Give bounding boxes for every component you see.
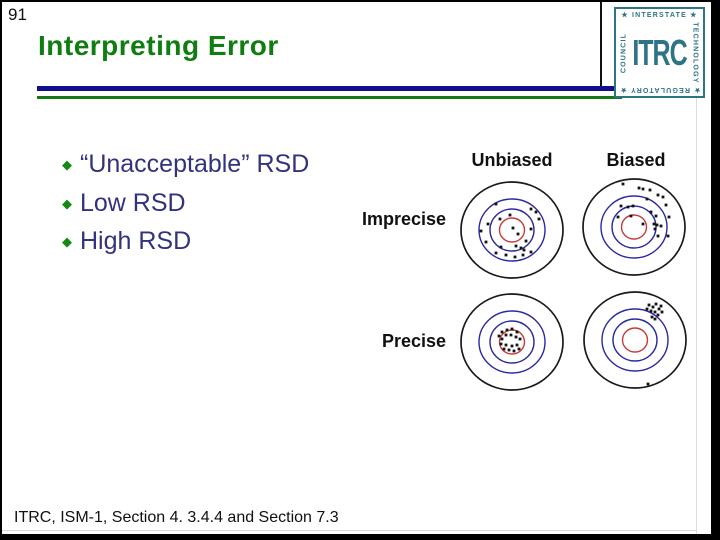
bullet-diamond-icon: ◆: [62, 234, 72, 250]
target-biased-imprecise: [582, 178, 686, 276]
row-label-imprecise: Imprecise: [361, 209, 446, 229]
slide-border-top: [0, 0, 720, 2]
page-number: 91: [8, 5, 27, 24]
target-unbiased-imprecise: [460, 181, 564, 279]
target-biased-precise: [583, 291, 687, 389]
slide-edge-line: [2, 530, 696, 531]
page-title: Interpreting Error: [38, 30, 279, 61]
column-label-biased: Biased: [606, 150, 666, 170]
row-label-precise: Precise: [381, 331, 446, 351]
slide-border-bottom: [0, 534, 720, 540]
logo-word-regulatory: ★ REGULATORY ★: [618, 86, 701, 93]
logo-word-technology: TECHNOLOGY: [691, 21, 699, 84]
bullet-text: High RSD: [80, 227, 192, 255]
bullet-diamond-icon: ◆: [62, 196, 72, 212]
bullet-diamond-icon: ◆: [62, 157, 72, 173]
logo-separator-line: [600, 2, 602, 86]
bullet-text: “Unacceptable” RSD: [80, 150, 310, 178]
logo-itrc-text: ITRC: [632, 33, 687, 74]
logo-word-interstate: ★ INTERSTATE ★: [621, 12, 698, 19]
target-unbiased-precise: [460, 293, 564, 391]
footer-citation: ITRC, ISM-1, Section 4. 3.4.4 and Sectio…: [14, 509, 339, 526]
slide-border-right: [711, 0, 720, 540]
slide-border-left: [0, 0, 2, 540]
bullet-item-low-rsd: ◆ Low RSD: [62, 189, 186, 218]
bullet-item-high-rsd: ◆ High RSD: [62, 227, 192, 256]
bullet-item-unacceptable-rsd: ◆ “Unacceptable” RSD: [62, 150, 310, 179]
bullet-text: Low RSD: [80, 189, 186, 217]
title-underline-green: [37, 96, 622, 99]
slide-edge-line: [696, 98, 697, 534]
title-underline-blue: [37, 86, 627, 91]
logo-word-council: COUNCIL: [620, 32, 628, 73]
itrc-logo: ★ INTERSTATE ★ TECHNOLOGY ★ REGULATORY ★…: [614, 7, 705, 98]
column-label-unbiased: Unbiased: [471, 150, 553, 170]
